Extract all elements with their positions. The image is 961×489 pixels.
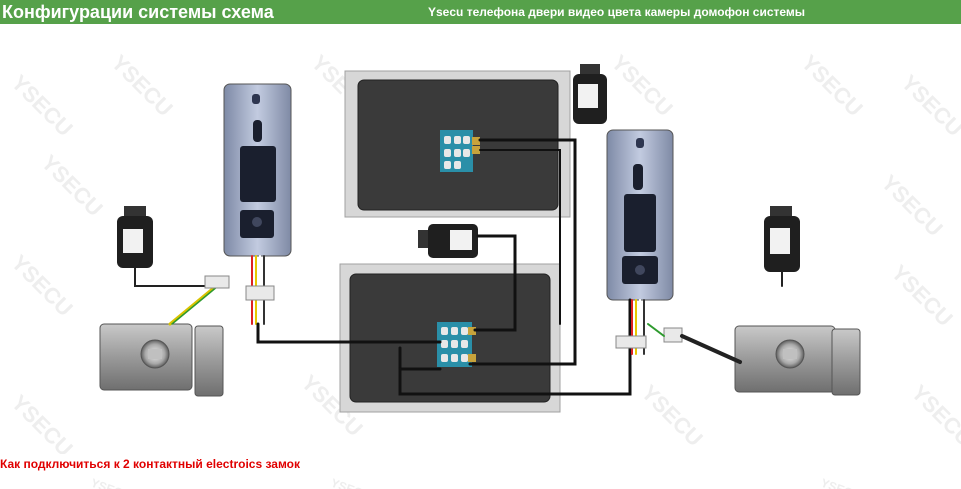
svg-text:YSECU: YSECU	[819, 476, 863, 489]
svg-text:YSECU: YSECU	[906, 380, 961, 451]
header-bar: Конфигурации системы схема Ysecu телефон…	[0, 0, 961, 24]
svg-text:YSECU: YSECU	[36, 150, 107, 221]
svg-text:YSECU: YSECU	[796, 50, 867, 121]
page-subtitle: Ysecu телефона двери видео цвета камеры …	[428, 5, 806, 19]
outdoor-camera-left	[223, 83, 292, 257]
svg-text:YSECU: YSECU	[6, 250, 77, 321]
svg-text:YSECU: YSECU	[6, 70, 77, 141]
svg-text:YSECU: YSECU	[329, 476, 373, 489]
outdoor-camera-right	[606, 129, 674, 301]
power-adapter-right	[764, 206, 800, 272]
svg-text:YSECU: YSECU	[606, 50, 677, 121]
page-title: Конфигурации системы схема	[2, 2, 274, 22]
bottom-watermark-strip: YSECU YSECU YSECU	[89, 476, 863, 489]
svg-text:YSECU: YSECU	[636, 380, 707, 451]
electric-lock-left	[99, 323, 224, 397]
svg-text:YSECU: YSECU	[89, 476, 133, 489]
svg-text:YSECU: YSECU	[6, 390, 77, 454]
svg-text:YSECU: YSECU	[896, 70, 961, 141]
power-adapter-monitor-bottom	[418, 224, 478, 258]
wiring	[134, 138, 783, 396]
indoor-monitor-bottom	[339, 263, 561, 413]
power-adapter-monitor-top	[573, 64, 607, 124]
svg-text:YSECU: YSECU	[106, 50, 177, 121]
indoor-monitor-top	[344, 70, 571, 218]
power-adapter-left	[117, 206, 153, 268]
electric-lock-right	[734, 325, 861, 396]
svg-text:YSECU: YSECU	[876, 170, 947, 241]
svg-text:YSECU: YSECU	[886, 260, 957, 331]
wiring-diagram: YSECU YSECU YSECU YSECU YSECU YSECU YSEC…	[6, 50, 961, 454]
caption-text: Как подключиться к 2 контактный electroi…	[0, 457, 301, 471]
